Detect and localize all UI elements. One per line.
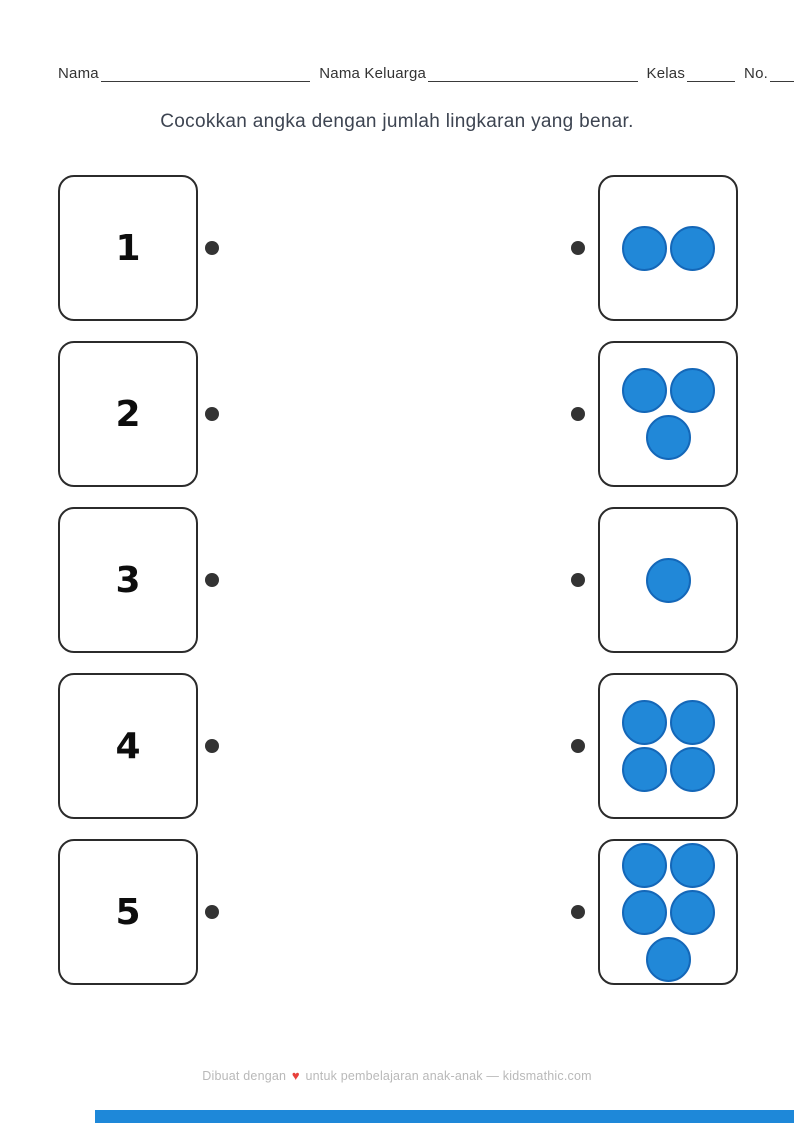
number-card[interactable]: 3 [58, 507, 198, 653]
match-row: 5 [0, 839, 794, 985]
circle-card[interactable] [598, 341, 738, 487]
number-card[interactable]: 5 [58, 839, 198, 985]
number-label: 1 [115, 227, 141, 269]
number-label: 2 [115, 393, 141, 435]
footer-text-before: Dibuat dengan [202, 1069, 287, 1083]
circle-group [600, 509, 736, 651]
circle-row [645, 415, 691, 460]
blue-circle [621, 889, 667, 935]
blue-circle [621, 700, 667, 745]
number-label: 5 [115, 891, 141, 933]
header: Nama Nama Keluarga Kelas No. [58, 64, 794, 82]
heart-icon: ♥ [291, 1068, 300, 1083]
circle-group [600, 343, 736, 485]
blue-circle [645, 557, 691, 603]
blue-circle [621, 842, 667, 888]
circle-card[interactable] [598, 507, 738, 653]
circle-card[interactable] [598, 839, 738, 985]
circle-row [621, 700, 715, 745]
name-field-label: Nama [58, 65, 99, 82]
footer-text-after: untuk pembelajaran anak-anak — kidsmathi… [305, 1069, 592, 1083]
class-field-line [687, 64, 736, 82]
footer-credit: Dibuat dengan ♥ untuk pembelajaran anak-… [0, 1068, 794, 1083]
circle-group [600, 841, 736, 983]
circle-row [621, 225, 715, 271]
blue-circle [669, 747, 715, 792]
match-row: 2 [0, 341, 794, 487]
connector-dot-right[interactable] [571, 573, 585, 587]
connector-dot-left[interactable] [205, 739, 219, 753]
connector-dot-right[interactable] [571, 407, 585, 421]
bottom-accent-bar [95, 1110, 794, 1123]
connector-dot-left[interactable] [205, 905, 219, 919]
instruction-title: Cocokkan angka dengan jumlah lingkaran y… [160, 111, 634, 132]
blue-circle [669, 700, 715, 745]
circle-row [621, 747, 715, 792]
circle-row [621, 368, 715, 413]
blue-circle [621, 225, 667, 271]
number-field-line [770, 64, 794, 82]
worksheet-rows: 1 2 3 4 [0, 175, 794, 1005]
connector-dot-left[interactable] [205, 573, 219, 587]
circle-row [621, 842, 715, 888]
circle-row [645, 557, 691, 603]
number-card[interactable]: 1 [58, 175, 198, 321]
family-name-field-label: Nama Keluarga [319, 65, 427, 82]
connector-dot-right[interactable] [571, 905, 585, 919]
number-label: 4 [115, 725, 141, 767]
match-row: 1 [0, 175, 794, 321]
connector-dot-right[interactable] [571, 739, 585, 753]
circle-row [645, 936, 691, 982]
number-card[interactable]: 2 [58, 341, 198, 487]
connector-dot-right[interactable] [571, 241, 585, 255]
number-label: 3 [115, 559, 141, 601]
blue-circle [621, 747, 667, 792]
name-field-line [100, 64, 311, 82]
number-card[interactable]: 4 [58, 673, 198, 819]
blue-circle [645, 936, 691, 982]
blue-circle [669, 368, 715, 413]
circle-card[interactable] [598, 673, 738, 819]
blue-circle [645, 415, 691, 460]
circle-card[interactable] [598, 175, 738, 321]
connector-dot-left[interactable] [205, 407, 219, 421]
family-name-field-line [428, 64, 638, 82]
number-field-label: No. [744, 65, 768, 82]
circle-row [621, 889, 715, 935]
class-field-label: Kelas [646, 65, 686, 82]
match-row: 3 [0, 507, 794, 653]
blue-circle [621, 368, 667, 413]
circle-group [600, 177, 736, 319]
blue-circle [669, 225, 715, 271]
blue-circle [669, 842, 715, 888]
blue-circle [669, 889, 715, 935]
match-row: 4 [0, 673, 794, 819]
circle-group [600, 675, 736, 817]
connector-dot-left[interactable] [205, 241, 219, 255]
